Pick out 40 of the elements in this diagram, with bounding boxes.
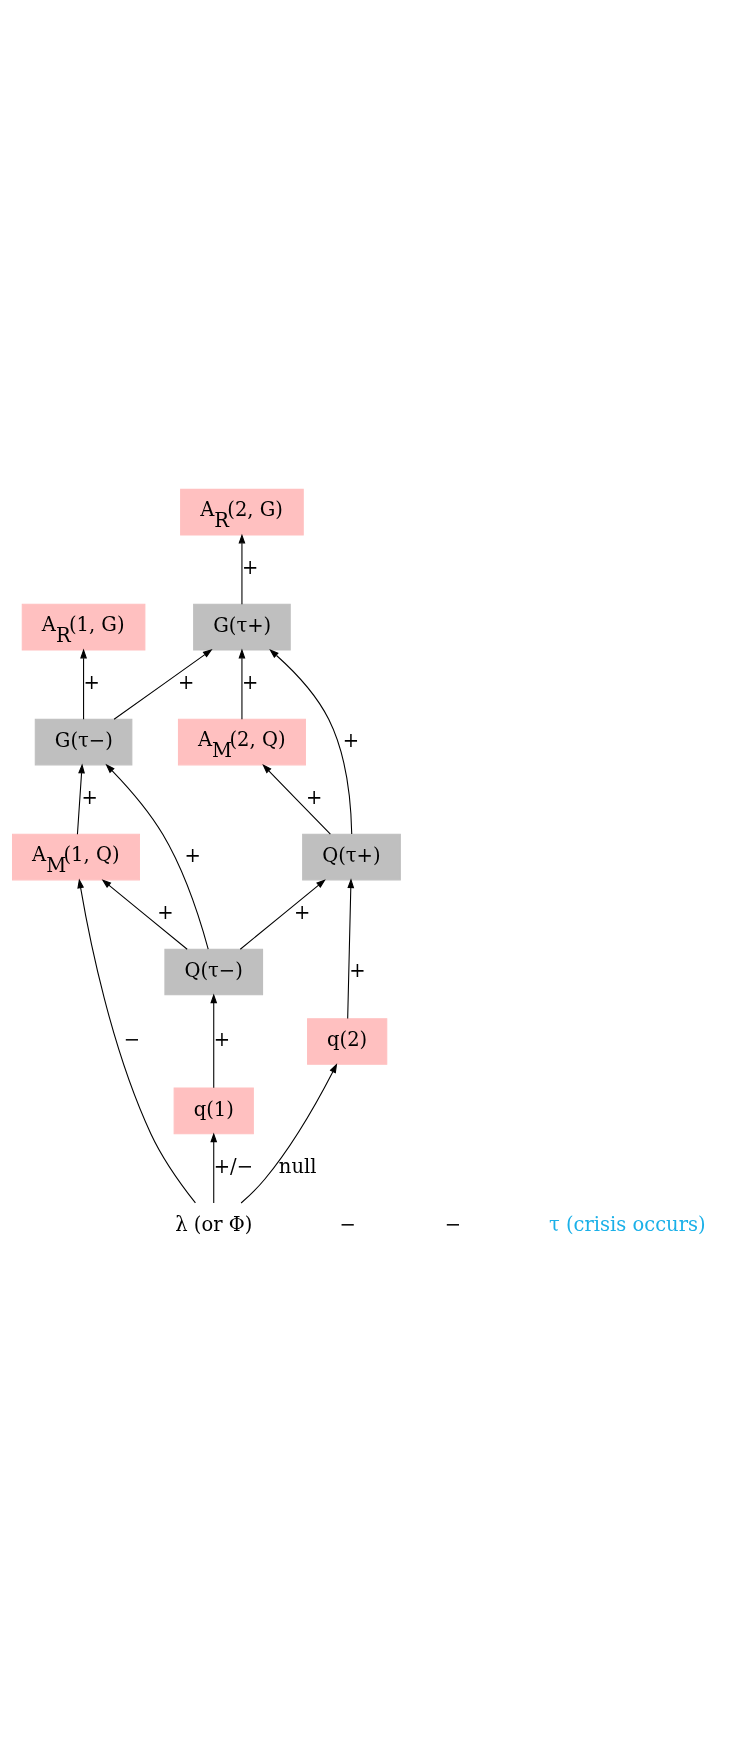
edge-label: null (278, 1154, 317, 1178)
edge-label: + (342, 728, 360, 752)
edge-label: + (294, 900, 311, 924)
arrow (101, 878, 188, 950)
edge-label: + (83, 670, 100, 694)
node-box: q(1) (173, 1087, 254, 1134)
edge-label: + (241, 670, 259, 694)
edge-label: + (157, 900, 174, 924)
arrow (240, 1062, 338, 1204)
node-box: q(2) (307, 1017, 388, 1065)
arrow (262, 763, 331, 835)
arrow (210, 1131, 218, 1204)
edge-label: +/− (213, 1154, 254, 1178)
arrow (80, 648, 87, 720)
node-box: G(τ−) (34, 718, 133, 765)
edge-label: + (81, 785, 98, 809)
edge-label: + (213, 1027, 231, 1051)
edge-label: + (305, 785, 323, 809)
edge-label: + (177, 670, 195, 694)
arrow (238, 648, 246, 720)
arrow (76, 763, 85, 835)
edge-label: + (184, 843, 201, 867)
arrow (269, 648, 353, 834)
node-box: Q(τ+) (302, 833, 401, 880)
label: − (444, 1212, 462, 1236)
edge-label: + (349, 958, 366, 982)
arrow (239, 878, 326, 950)
arrow (238, 533, 246, 605)
arrow (77, 878, 196, 1203)
node-box: Q(τ−) (164, 948, 264, 995)
label: − (339, 1212, 356, 1236)
edge-label: − (123, 1027, 141, 1051)
arrow (347, 877, 355, 1019)
edge-label: + (241, 555, 259, 579)
arrow (210, 992, 218, 1088)
node-box: G(τ+) (193, 603, 291, 650)
arrow (105, 763, 209, 950)
arrow (113, 648, 213, 720)
node-text: λ (or Φ) (175, 1212, 253, 1236)
label: τ (crisis occurs) (548, 1212, 706, 1236)
